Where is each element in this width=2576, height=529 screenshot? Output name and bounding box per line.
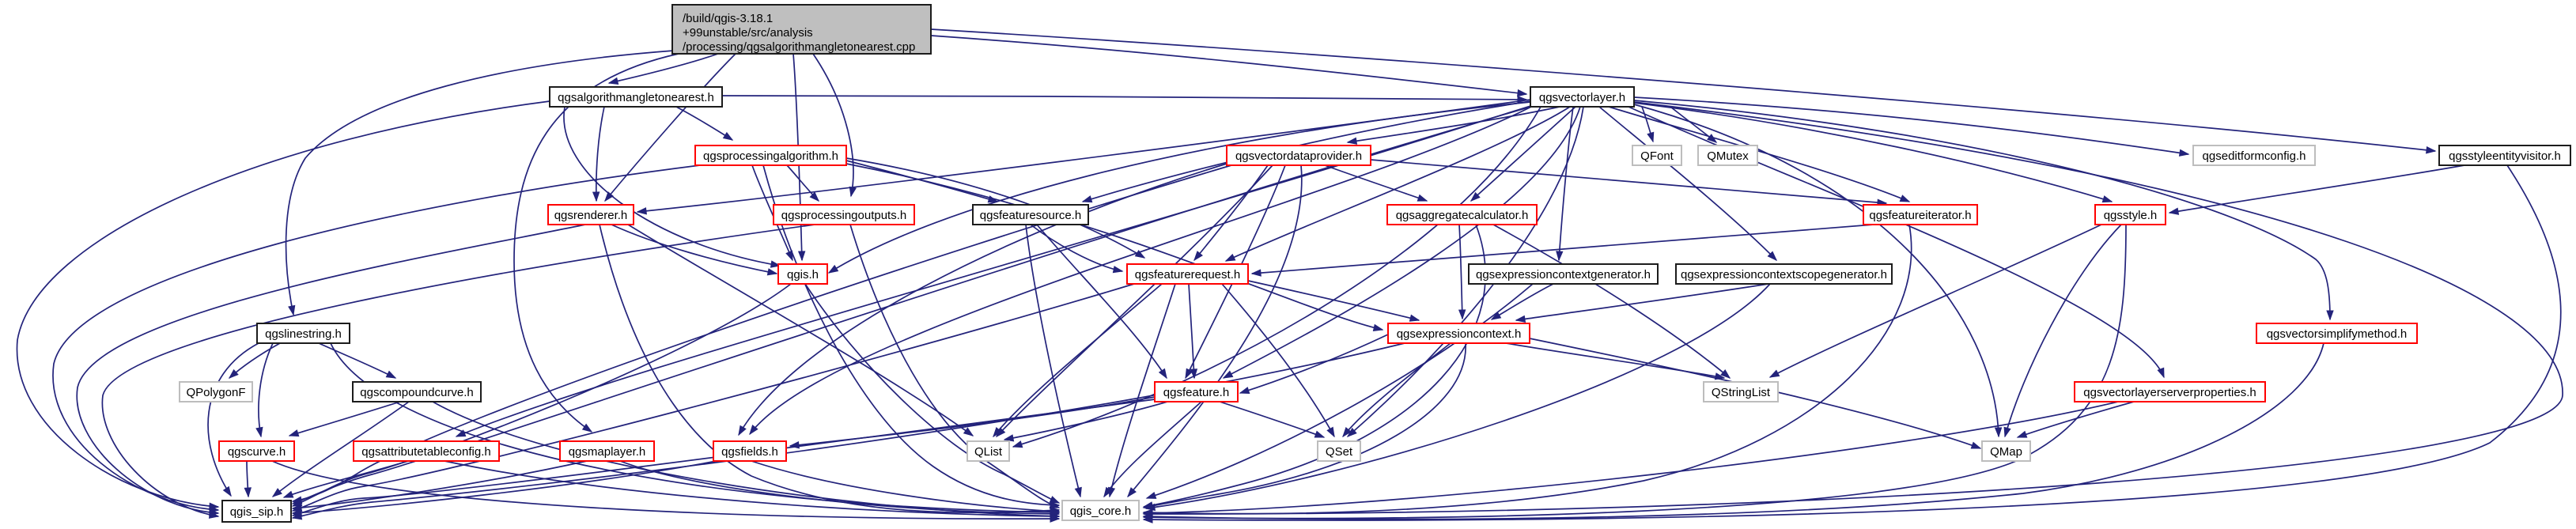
svg-text:qgsvectorlayerserverproperties: qgsvectorlayerserverproperties.h xyxy=(2083,386,2256,399)
svg-text:qgsprocessingalgorithm.h: qgsprocessingalgorithm.h xyxy=(703,149,838,163)
svg-text:qgsfeaturesource.h: qgsfeaturesource.h xyxy=(980,209,1081,222)
svg-text:qgsalgorithmangletonearest.h: qgsalgorithmangletonearest.h xyxy=(558,91,714,104)
svg-text:QPolygonF: QPolygonF xyxy=(186,386,245,399)
svg-text:qgsstyle.h: qgsstyle.h xyxy=(2104,209,2158,222)
svg-text:qgsvectorsimplifymethod.h: qgsvectorsimplifymethod.h xyxy=(2267,327,2408,341)
svg-text:qgsexpressioncontextscopegener: qgsexpressioncontextscopegenerator.h xyxy=(1681,268,1887,282)
svg-text:+99unstable/src/analysis: +99unstable/src/analysis xyxy=(683,26,813,40)
svg-text:QMutex: QMutex xyxy=(1707,149,1749,163)
svg-text:qgsvectorlayer.h: qgsvectorlayer.h xyxy=(1539,91,1625,104)
svg-text:qgscompoundcurve.h: qgscompoundcurve.h xyxy=(360,386,473,399)
svg-text:/processing/qgsalgorithmanglet: /processing/qgsalgorithmangletonearest.c… xyxy=(683,40,915,54)
svg-text:qgsprocessingoutputs.h: qgsprocessingoutputs.h xyxy=(781,209,906,222)
svg-text:qgsfeature.h: qgsfeature.h xyxy=(1163,386,1229,399)
svg-text:qgscurve.h: qgscurve.h xyxy=(228,445,286,459)
svg-text:QMap: QMap xyxy=(1990,445,2022,459)
svg-text:qgsrenderer.h: qgsrenderer.h xyxy=(554,209,628,222)
svg-text:qgsfeaturerequest.h: qgsfeaturerequest.h xyxy=(1135,268,1240,282)
svg-text:qgsvectordataprovider.h: qgsvectordataprovider.h xyxy=(1235,149,1362,163)
svg-text:qgsfeatureiterator.h: qgsfeatureiterator.h xyxy=(1869,209,1971,222)
svg-text:qgis_core.h: qgis_core.h xyxy=(1070,504,1132,518)
svg-text:QStringList: QStringList xyxy=(1712,386,1771,399)
svg-text:/build/qgis-3.18.1: /build/qgis-3.18.1 xyxy=(683,12,773,25)
svg-text:qgslinestring.h: qgslinestring.h xyxy=(265,327,342,341)
svg-text:qgis_sip.h: qgis_sip.h xyxy=(230,505,284,519)
svg-text:qgis.h: qgis.h xyxy=(787,268,819,282)
svg-text:QFont: QFont xyxy=(1640,149,1674,163)
svg-text:qgsexpressioncontextgenerator.: qgsexpressioncontextgenerator.h xyxy=(1476,268,1651,282)
svg-text:QList: QList xyxy=(974,445,1003,459)
svg-text:QSet: QSet xyxy=(1326,445,1353,459)
svg-text:qgsexpressioncontext.h: qgsexpressioncontext.h xyxy=(1397,327,1522,341)
svg-text:qgsstyleentityvisitor.h: qgsstyleentityvisitor.h xyxy=(2449,149,2561,163)
svg-text:qgsaggregatecalculator.h: qgsaggregatecalculator.h xyxy=(1396,209,1529,222)
svg-text:qgseditformconfig.h: qgseditformconfig.h xyxy=(2203,149,2306,163)
svg-text:qgsattributetableconfig.h: qgsattributetableconfig.h xyxy=(361,445,490,459)
svg-text:qgsmaplayer.h: qgsmaplayer.h xyxy=(569,445,646,459)
svg-text:qgsfields.h: qgsfields.h xyxy=(721,445,778,459)
